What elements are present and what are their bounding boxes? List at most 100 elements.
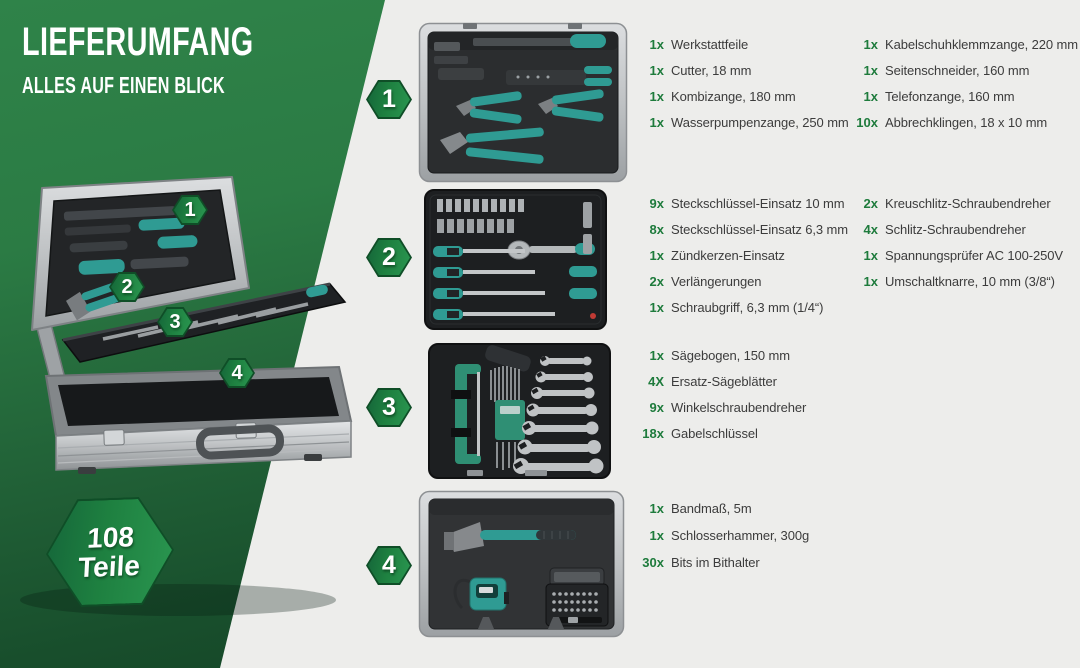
list-item: 1x Bandmaß, 5m	[637, 495, 809, 522]
case-handle	[195, 424, 285, 460]
section-3-number: 3	[366, 388, 412, 427]
item-quantity: 10x	[856, 114, 878, 130]
list-item: 1x Schlosserhammer, 300g	[637, 522, 810, 549]
wrenches-illustration	[513, 355, 604, 474]
item-label: Ersatz-Sägeblätter	[671, 373, 777, 389]
item-label: Wasserpumpenzange, 250 mm	[671, 114, 849, 130]
item-quantity: 4X	[648, 373, 664, 389]
list-item: 4X Ersatz-Sägeblätter	[637, 368, 806, 394]
tape-measure-illustration	[453, 577, 509, 611]
tray-photo-1	[418, 22, 628, 183]
list-item: 1x Spannungsprüfer AC 100-250V	[851, 242, 1064, 268]
screwdrivers-illustration	[433, 246, 555, 320]
page-subtitle: ALLES AUF EINEN BLICK	[22, 72, 225, 98]
hex-keys-illustration	[490, 366, 520, 406]
item-label: Kabelschuhklemmzange, 220 mm	[885, 36, 1079, 52]
case-marker-2-label: 2	[121, 275, 133, 298]
bit-set-illustration	[545, 567, 609, 627]
case-marker-1-label: 1	[184, 198, 196, 221]
case-base	[44, 365, 353, 474]
section-2-number: 2	[366, 238, 412, 277]
item-quantity: 30x	[642, 555, 664, 570]
list-item: 1x Kombizange, 180 mm	[637, 83, 849, 109]
list-item: 9x Steckschlüssel-Einsatz 10 mm	[637, 190, 848, 216]
list-item: 1x Sägebogen, 150 mm	[637, 342, 806, 368]
item-label: Spannungsprüfer AC 100-250V	[885, 247, 1063, 263]
page-header: LIEFERUMFANG ALLES AUF EINEN BLICK	[22, 22, 344, 99]
tray1-tools	[434, 34, 612, 164]
item-label: Bandmaß, 5m	[671, 501, 752, 516]
section-4-number: 4	[366, 546, 412, 585]
item-quantity: 1x	[649, 299, 664, 315]
item-label: Schraubgriff, 6,3 mm (1/4“)	[671, 299, 824, 315]
item-label: Cutter, 18 mm	[671, 62, 752, 78]
item-quantity: 1x	[863, 88, 878, 104]
list-item: 1x Kabelschuhklemmzange, 220 mm	[851, 31, 1079, 57]
item-label: Verlängerungen	[671, 273, 762, 289]
item-quantity: 4x	[863, 221, 878, 237]
parts-unit: Teile	[77, 549, 141, 584]
hacksaw-illustration	[451, 364, 481, 464]
list-item: 10x Abbrechklingen, 18 x 10 mm	[851, 109, 1078, 135]
list-item: 4x Schlitz-Schraubendreher	[851, 216, 1063, 242]
list-item: 18x Gabelschlüssel	[637, 420, 806, 446]
item-label: Gabelschlüssel	[671, 425, 758, 441]
item-quantity: 1x	[649, 62, 664, 78]
list-item: 1x Telefonzange, 160 mm	[851, 83, 1078, 109]
item-label: Sägebogen, 150 mm	[671, 347, 790, 363]
socket-row-1	[437, 199, 524, 212]
item-quantity: 1x	[863, 247, 878, 263]
item-label: Schlosserhammer, 300g	[671, 528, 810, 543]
item-quantity: 1x	[649, 528, 664, 543]
item-quantity: 9x	[649, 399, 664, 415]
section-1-number: 1	[366, 80, 412, 119]
page-title: LIEFERUMFANG	[22, 20, 254, 64]
item-quantity: 1x	[649, 247, 664, 263]
hammer-illustration	[444, 522, 576, 552]
item-quantity: 2x	[863, 195, 878, 211]
item-label: Telefonzange, 160 mm	[885, 88, 1015, 104]
list-item: 1x Zündkerzen-Einsatz	[637, 242, 848, 268]
list-item: 1x Cutter, 18 mm	[637, 57, 849, 83]
item-quantity: 2x	[649, 273, 664, 289]
tray-photo-4	[418, 490, 625, 638]
list-item: 2x Verlängerungen	[637, 268, 848, 294]
list-item: 2x Kreuschlitz-Schraubendreher	[851, 190, 1063, 216]
item-label: Winkelschraubendreher	[671, 399, 807, 415]
item-label: Zündkerzen-Einsatz	[671, 247, 785, 263]
item-quantity: 1x	[863, 62, 878, 78]
item-quantity: 1x	[863, 36, 878, 52]
item-quantity: 1x	[649, 88, 664, 104]
item-quantity: 18x	[642, 425, 664, 441]
list-item: 1x Umschaltknarre, 10 mm (3/8“)	[851, 268, 1063, 294]
tray-photo-2	[423, 188, 608, 331]
item-label: Abbrechklingen, 18 x 10 mm	[885, 114, 1048, 130]
item-label: Schlitz-Schraubendreher	[885, 221, 1026, 237]
item-label: Kombizange, 180 mm	[671, 88, 796, 104]
item-label: Kreuschlitz-Schraubendreher	[885, 195, 1051, 211]
list-item: 1x Wasserpumpenzange, 250 mm	[637, 109, 849, 135]
item-label: Werkstattfeile	[671, 36, 749, 52]
section-2-list-col-2: 2x Kreuschlitz-Schraubendreher 4x Schlitz-S…	[851, 190, 1064, 294]
item-quantity: 1x	[649, 347, 664, 363]
pliers-illustration	[456, 91, 522, 124]
item-label: Steckschlüssel-Einsatz 10 mm	[671, 195, 845, 211]
item-quantity: 1x	[649, 114, 664, 130]
waterpump-pliers-illustration	[440, 127, 544, 164]
item-label: Steckschlüssel-Einsatz 6,3 mm	[671, 221, 848, 237]
tray-photo-3	[427, 342, 612, 480]
list-item: 9x Winkelschraubendreher	[637, 394, 807, 420]
item-quantity: 1x	[649, 501, 664, 516]
item-quantity: 9x	[649, 195, 664, 211]
item-quantity: 1x	[863, 273, 878, 289]
parts-count: 108	[86, 520, 135, 554]
item-label: Umschaltknarre, 10 mm (3/8“)	[885, 273, 1055, 289]
